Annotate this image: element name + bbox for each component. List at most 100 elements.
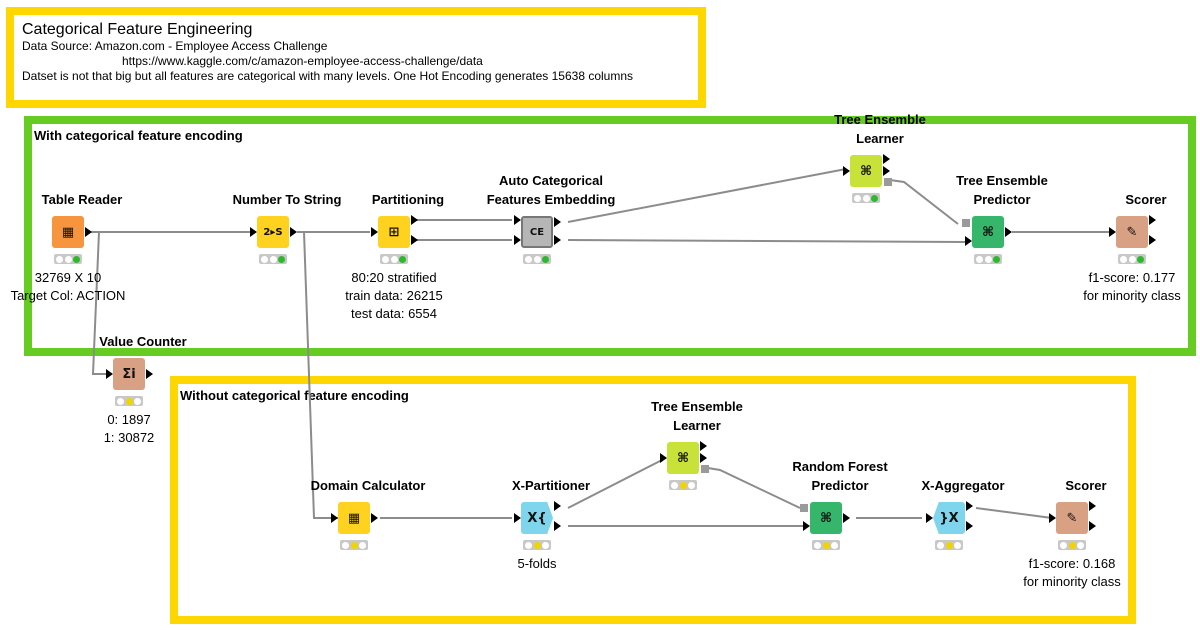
note-line: 0: 1897 — [107, 412, 151, 427]
node-annotation: 32769 X 10 Target Col: ACTION — [0, 269, 164, 305]
node-title: X-Partitioner — [511, 478, 590, 493]
node-title: Tree Ensemble Learner — [597, 397, 797, 435]
output-port[interactable] — [1005, 227, 1012, 237]
input-port[interactable] — [250, 227, 257, 237]
output-port[interactable] — [371, 513, 378, 523]
connection-embedding-to-predictor — [567, 239, 967, 243]
node-annotation: 5-folds — [441, 555, 633, 573]
x-partitioner-icon[interactable]: X{ — [521, 502, 553, 534]
output-port-train[interactable] — [411, 215, 418, 225]
output-port-test[interactable] — [554, 521, 561, 531]
status-lights — [54, 254, 82, 264]
output-port[interactable] — [85, 227, 92, 237]
scorer-icon[interactable]: ✎ — [1116, 216, 1148, 248]
domain-calculator-icon[interactable]: ▦ — [338, 502, 370, 534]
input-port[interactable] — [660, 453, 667, 463]
title-line: Tree Ensemble — [651, 399, 743, 414]
note-line: for minority class — [1023, 574, 1121, 589]
node-title: Scorer — [1125, 192, 1167, 207]
note-line: f1-score: 0.168 — [1028, 556, 1116, 571]
input-port[interactable] — [106, 369, 113, 379]
output-port[interactable] — [1089, 501, 1096, 511]
input-port[interactable] — [514, 513, 521, 523]
partitioning-icon[interactable]: ⊞ — [378, 216, 410, 248]
data-source-line: Data Source: Amazon.com - Employee Acces… — [22, 39, 328, 53]
output-port[interactable] — [700, 441, 707, 451]
title-line: Features Embedding — [486, 192, 616, 207]
model-output-port[interactable] — [884, 178, 892, 186]
title-line: Predictor — [811, 478, 869, 493]
note-line: for minority class — [1083, 288, 1181, 303]
status-lights — [1118, 254, 1146, 264]
node-title: Auto Categorical Features Embedding — [451, 171, 651, 209]
note-line: Target Col: ACTION — [10, 288, 126, 303]
node-title: Domain Calculator — [310, 478, 426, 493]
input-port[interactable] — [843, 166, 850, 176]
without-encoding-annotation — [170, 376, 1136, 624]
input-port[interactable] — [965, 236, 972, 246]
sum-icon[interactable]: Σi — [113, 358, 145, 390]
model-input-port[interactable] — [800, 504, 808, 512]
output-port[interactable] — [1149, 215, 1156, 225]
note-line: 1: 30872 — [103, 430, 155, 445]
connection-xaggregator-to-scorer — [975, 507, 1053, 519]
note-line: train data: 26215 — [345, 288, 443, 303]
workflow-title: Categorical Feature Engineering — [22, 21, 253, 38]
note-line: 5-folds — [517, 556, 557, 571]
output-port[interactable] — [290, 227, 297, 237]
output-port[interactable] — [966, 501, 973, 511]
status-lights — [523, 254, 551, 264]
output-port[interactable] — [843, 513, 850, 523]
node-title: Tree Ensemble Learner — [780, 110, 980, 148]
output-port-train[interactable] — [554, 217, 561, 227]
table-reader-icon[interactable]: ▦ — [52, 216, 84, 248]
number-to-string-icon[interactable]: 2▸S — [257, 216, 289, 248]
output-port[interactable] — [883, 154, 890, 164]
output-port[interactable] — [146, 369, 153, 379]
node-title: X-Aggregator — [921, 478, 1005, 493]
node-title: Tree Ensemble Predictor — [902, 171, 1102, 209]
output-port[interactable] — [1149, 235, 1156, 245]
title-line: Tree Ensemble — [956, 173, 1048, 188]
model-input-port[interactable] — [962, 219, 970, 227]
tree-learner-icon[interactable]: ⌘ — [850, 155, 882, 187]
tree-learner-icon[interactable]: ⌘ — [667, 442, 699, 474]
output-port[interactable] — [700, 453, 707, 463]
embedding-icon[interactable]: CE — [521, 216, 553, 248]
status-lights — [852, 193, 880, 203]
title-line: Learner — [673, 418, 721, 433]
node-title: Value Counter — [99, 334, 187, 349]
connection-xpart-train-to-learner — [567, 459, 663, 509]
title-line: Random Forest — [792, 459, 888, 474]
input-port-test[interactable] — [514, 235, 521, 245]
output-port[interactable] — [883, 166, 890, 176]
status-lights — [974, 254, 1002, 264]
scorer-icon[interactable]: ✎ — [1056, 502, 1088, 534]
status-lights — [1058, 540, 1086, 550]
node-title: Number To String — [232, 192, 342, 207]
input-port[interactable] — [331, 513, 338, 523]
input-port-train[interactable] — [514, 215, 521, 225]
node-annotation: f1-score: 0.177 for minority class — [1036, 269, 1200, 305]
model-output-port[interactable] — [701, 465, 709, 473]
output-port[interactable] — [966, 521, 973, 531]
random-forest-predictor-icon[interactable]: ⌘ — [810, 502, 842, 534]
title-line: Auto Categorical — [498, 173, 603, 188]
output-port-train[interactable] — [554, 501, 561, 511]
output-port-test[interactable] — [554, 235, 561, 245]
input-port[interactable] — [926, 513, 933, 523]
input-port[interactable] — [371, 227, 378, 237]
status-lights — [259, 254, 287, 264]
title-line: Predictor — [973, 192, 1031, 207]
input-port[interactable] — [1109, 227, 1116, 237]
connection-number-to-domain — [303, 231, 338, 519]
input-port[interactable] — [803, 521, 810, 531]
status-lights — [380, 254, 408, 264]
output-port[interactable] — [1089, 521, 1096, 531]
input-port[interactable] — [1049, 513, 1056, 523]
tree-predictor-icon[interactable]: ⌘ — [972, 216, 1004, 248]
title-line: Tree Ensemble — [834, 112, 926, 127]
output-port-test[interactable] — [411, 235, 418, 245]
title-line: Learner — [856, 131, 904, 146]
x-aggregator-icon[interactable]: }X — [933, 502, 965, 534]
